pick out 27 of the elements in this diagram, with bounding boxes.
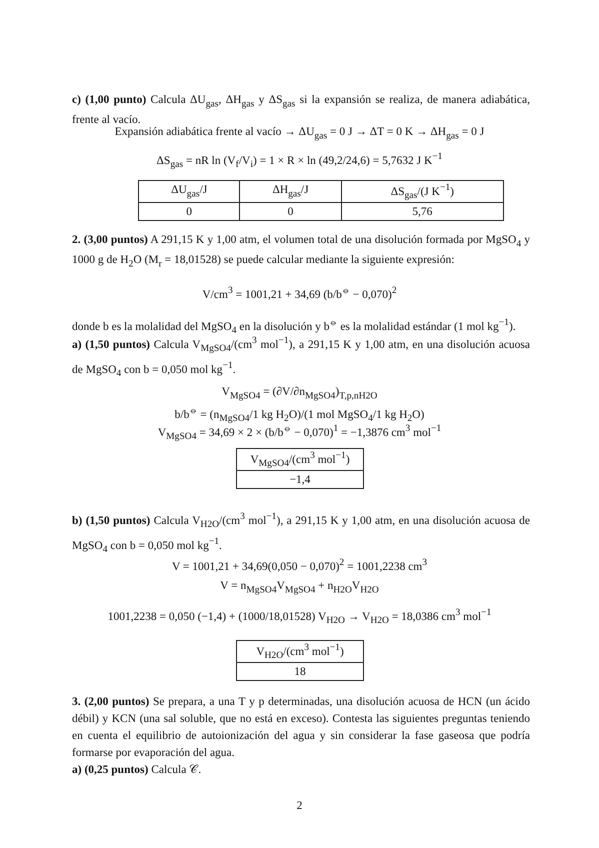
value-cell: 5,76 xyxy=(341,202,504,221)
value-cell: 0 xyxy=(240,202,342,221)
equation: b/b$^{⦵}$ = (n$_{MgSO4}$/1 kg H$_{2}$O)/(1 mol MgSO$_{4}$/1 kg H$_{2}$O) xyxy=(174,404,426,424)
equation: V$_{MgSO4}$ = 34,69 × 2 × (b/b$^{⦵}$ − 0,070)$^{1}$ = −1,3876 cm$^{3}$ mol$^{−1}$ xyxy=(156,423,442,444)
question-text: 2. (3,00 puntos) A 291,15 K y 1,00 atm, el volumen total de una disolución formada por MgSO$_{4}$ y 1000 g de H$_{2}$O (M$_{r}$ = 18,01528) se puede calcular mediante la siguiente expresión: xyxy=(72,233,530,272)
equation: V = 1001,21 + 34,69(0,050 − 0,070)$^{2}$ = 1001,2238 cm$^{3}$ xyxy=(170,556,428,575)
equation: V/cm$^{3}$ = 1001,21 + 34,69 (b/b$^{⦵}$ − 0,070)$^{2}$ xyxy=(201,284,398,303)
header-cell: ΔU$_{gas}$/J xyxy=(138,180,240,203)
header-cell: V$_{MgSO4}$/(cm$^{3}$ mol$^{−1}$) xyxy=(236,448,364,471)
page-number: 2 xyxy=(296,799,304,814)
question-text: a) (1,50 puntos) Calcula V$_{MgSO4}$/(cm$^{3}$ mol$^{−1}$), a 291,15 K y 1,00 atm, en una disolución acuosa de MgSO$_{4}$ con b = 0,050 mol kg$^{−1}$. xyxy=(72,334,530,382)
equation: V$_{MgSO4}$ = (∂V/∂n$_{MgSO4}$)$_{T,p,nH2O}$ xyxy=(220,385,378,404)
equation: ΔS$_{gas}$ = nR ln (V$_{f}$/V$_{i}$) = 1 × R × ln (49,2/24,6) = 5,7632 J K$^{−1}$ xyxy=(156,150,444,172)
value-cell: 0 xyxy=(138,202,240,221)
question-text: c) (1,00 punto) Calcula ΔU$_{gas}$, ΔH$_{gas}$ y ΔS$_{gas}$ si la expansión se realiza, de manera adiabática, frente al vacío. xyxy=(72,93,530,126)
value-cell: 18 xyxy=(236,662,364,681)
answer-text: donde b es la molalidad del MgSO$_{4}$ en la disolución y b$^{⦵}$ es la molalidad estándar (1 mol kg$^{−1}$). xyxy=(72,316,517,336)
header-cell: ΔS$_{gas}$/(J K$^{−1}$) xyxy=(341,180,504,203)
question-text: a) (0,25 puntos) Calcula 𝒞. xyxy=(72,763,202,778)
equation: 1001,2238 = 0,050 (−1,4) + (1000/18,01528) V$_{H2O}$ → V$_{H2O}$ = 18,0386 cm$^{3}$ mol$^{−1}$ xyxy=(106,606,492,628)
equation: Expansión adiabática frente al vacío → ΔU$_{gas}$ = 0 J → ΔT = 0 K → ΔH$_{gas}$ = 0 J xyxy=(114,125,486,144)
question-text: 3. (2,00 puntos) Se prepara, a una T y p determinadas, una disolución acuosa de HCN (un ácido débil) y KCN (una sal soluble, que no está en exceso). Contesta las siguientes preguntas teniendo en cuenta el equilibrio de autoionización del agua y sin considerar la fase gaseosa que podría formarse por evaporación del agua. xyxy=(72,695,530,761)
equation: V = n$_{MgSO4}$V$_{MgSO4}$ + n$_{H2O}$V$_{H2O}$ xyxy=(219,579,380,598)
question-text: b) (1,50 puntos) Calcula V$_{H2O}$/(cm$^{3}$ mol$^{−1}$), a 291,15 K y 1,00 atm, en una disolución acuosa de MgSO$_{4}$ con b = 0,050 mol kg$^{−1}$. xyxy=(72,510,530,558)
header-cell: V$_{H2O}$/(cm$^{3}$ mol$^{−1}$) xyxy=(236,640,364,663)
value-cell: −1,4 xyxy=(236,470,364,489)
header-cell: ΔH$_{gas}$/J xyxy=(240,180,342,203)
